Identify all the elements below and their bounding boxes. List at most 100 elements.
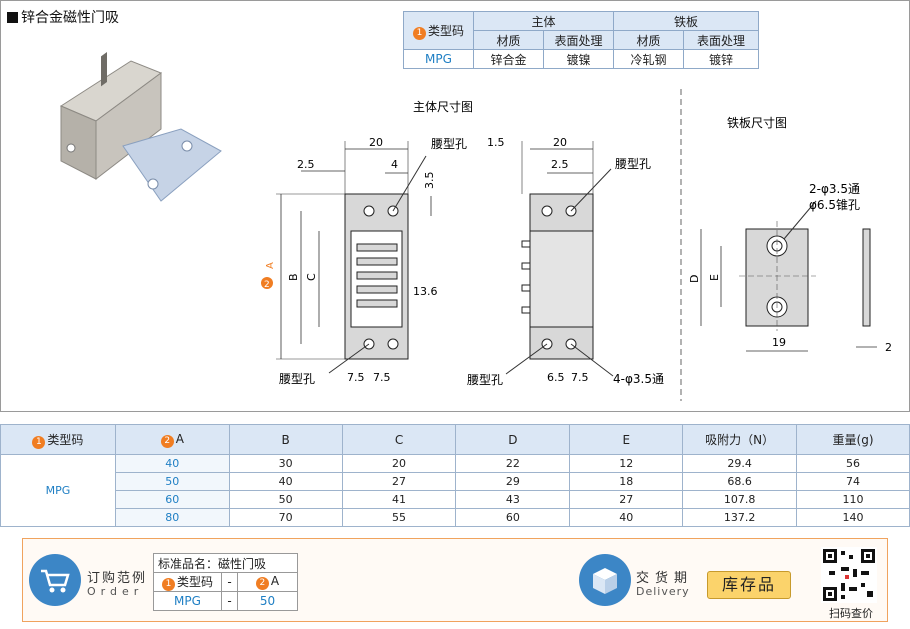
front-view: 20 2.5 4 3.5 腰型孔 2 A B C 13.6 腰型孔 7.5 7.… [261, 136, 467, 386]
spec-body-surface: 表面处理 [543, 30, 614, 50]
cell-force: 107.8 [682, 490, 798, 509]
spec-plate-material-value: 冷轧钢 [613, 49, 684, 69]
dim-4-front: 4 [391, 158, 398, 171]
dim-20-back: 20 [553, 136, 567, 149]
cell-weight: 56 [796, 454, 910, 473]
table-row: 80 70 55 60 40 137.2 140 [1, 508, 910, 527]
spec-body-material-value: 锌合金 [473, 49, 544, 69]
cell-a: 80 [114, 508, 230, 527]
header-force: 吸附力（N） [682, 424, 798, 455]
cell-b: 50 [228, 490, 343, 509]
cell-c: 55 [341, 508, 457, 527]
dim-2-5-back: 2.5 [551, 158, 569, 171]
cell-force: 137.2 [682, 508, 798, 527]
spec-plate-surface: 表面处理 [683, 30, 759, 50]
cell-a: 40 [114, 454, 230, 473]
type-cell: MPG [0, 454, 116, 527]
slot-hole-label-back-bottom: 腰型孔 [467, 373, 503, 387]
table-row: MPG 40 30 20 22 12 29.4 56 [0, 454, 910, 527]
cell-b: 30 [228, 454, 343, 473]
cell-a: 60 [114, 490, 230, 509]
header-d: D [455, 424, 571, 455]
back-view: 1.5 20 2.5 腰型孔 腰型孔 6.5 7.5 4-φ3.5通 [467, 136, 664, 387]
spec-type-value: MPG [403, 49, 474, 69]
plate-view: D E 19 2 2-φ3.5通 φ6.5锥孔 [688, 182, 892, 354]
order-dash: - [221, 572, 238, 592]
delivery-box-icon [579, 554, 631, 606]
label-c: C [305, 273, 318, 281]
plate-drawing-title: 铁板尺寸图 [727, 116, 787, 130]
label-d: D [688, 275, 701, 283]
page-title: 锌合金磁性门吸 [7, 7, 119, 27]
dim-3-5-front: 3.5 [423, 172, 436, 190]
cell-b: 70 [228, 508, 343, 527]
cell-d: 29 [455, 472, 571, 491]
cell-a: 50 [114, 472, 230, 491]
label-b: B [287, 273, 300, 281]
cell-d: 60 [455, 508, 571, 527]
delivery-title: 交货期 [636, 571, 694, 586]
header-e: E [569, 424, 684, 455]
dim-20-front: 20 [369, 136, 383, 149]
spec-body-header: 主体 [473, 11, 614, 31]
label-a: A [265, 262, 276, 269]
cell-c: 27 [341, 472, 457, 491]
order-dash-value: - [221, 591, 238, 611]
countersink-label: φ6.5锥孔 [809, 198, 860, 212]
cell-e: 12 [569, 454, 684, 473]
badge-2-text: 2 [264, 280, 270, 290]
spec-body-material: 材质 [473, 30, 544, 50]
cell-b: 40 [228, 472, 343, 491]
standard-name: 标准品名：磁性门吸 [153, 553, 298, 573]
dim-7-5-b: 7.5 [373, 371, 391, 384]
cell-c: 41 [341, 490, 457, 509]
cell-weight: 74 [796, 472, 910, 491]
hole-2-label: 2-φ3.5通 [809, 182, 860, 196]
slot-hole-label-top: 腰型孔 [431, 137, 467, 151]
hole-4-label: 4-φ3.5通 [613, 372, 664, 386]
main-drawing-title: 主体尺寸图 [413, 100, 473, 114]
technical-drawing: 主体尺寸图 铁板尺寸图 20 2.5 4 3.5 [59, 51, 892, 401]
cell-weight: 110 [796, 490, 910, 509]
cell-weight: 140 [796, 508, 910, 527]
cell-c: 20 [341, 454, 457, 473]
dim-7-5-a: 7.5 [347, 371, 365, 384]
order-subtitle: Order [87, 585, 144, 598]
cell-d: 43 [455, 490, 571, 509]
cell-e: 18 [569, 472, 684, 491]
cell-force: 68.6 [682, 472, 798, 491]
qr-label: 扫码查价 [829, 607, 873, 620]
qr-code-icon[interactable] [821, 547, 877, 603]
header-weight: 重量(g) [796, 424, 910, 455]
dim-1-5: 1.5 [487, 136, 505, 149]
header-c: C [341, 424, 457, 455]
table-row: 50 40 27 29 18 68.6 74 [1, 472, 910, 491]
cell-d: 22 [455, 454, 571, 473]
table-row: 60 50 41 43 27 107.8 110 [1, 490, 910, 509]
order-type-value: MPG [153, 591, 222, 611]
slot-hole-label-back: 腰型孔 [615, 157, 651, 171]
dim-19: 19 [772, 336, 786, 349]
product-photo [59, 51, 222, 202]
spec-body-surface-value: 镀镍 [543, 49, 614, 69]
badge-2-a [261, 277, 273, 289]
cell-force: 29.4 [682, 454, 798, 473]
dim-2: 2 [885, 341, 892, 354]
label-e: E [708, 274, 721, 281]
spec-plate-surface-value: 镀锌 [683, 49, 759, 69]
dim-6-5: 6.5 [547, 371, 565, 384]
in-stock-button[interactable]: 库存品 [707, 571, 791, 599]
dim-2-5-front: 2.5 [297, 158, 315, 171]
cart-icon [29, 554, 81, 606]
header-b: B [228, 424, 343, 455]
order-title: 订购范例 [87, 571, 148, 586]
